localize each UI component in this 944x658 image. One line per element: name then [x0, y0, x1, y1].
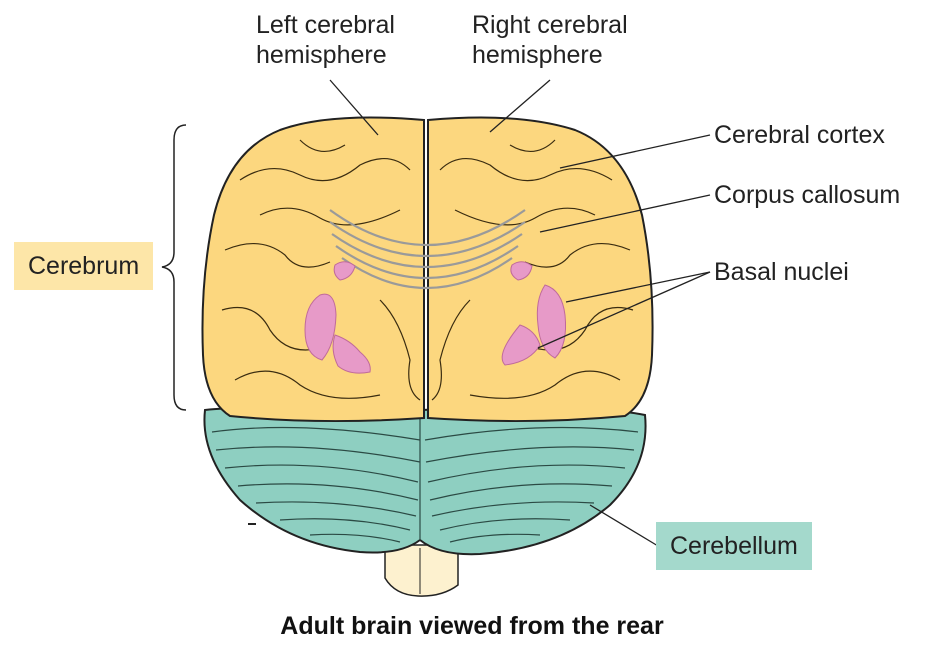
figure-caption: Adult brain viewed from the rear: [280, 612, 664, 640]
basal-nuclei-label: Basal nuclei: [714, 258, 849, 286]
left-hemisphere-label-line1: Left cerebral: [256, 11, 395, 39]
leader-lines: [329, 79, 711, 547]
right-hemisphere-label-line1: Right cerebral: [472, 11, 628, 39]
right-hemisphere-label: Right cerebral hemisphere: [472, 10, 628, 70]
cerebellum-label: Cerebellum: [656, 522, 812, 570]
basal-nuclei: [304, 261, 566, 374]
left-hemisphere-label: Left cerebral hemisphere: [256, 10, 395, 70]
cerebrum-brace: [161, 124, 187, 411]
right-hemisphere-label-line2: hemisphere: [472, 41, 603, 69]
cerebellum: [203, 406, 647, 556]
cerebral-cortex-label: Cerebral cortex: [714, 121, 885, 149]
left-hemisphere-label-line2: hemisphere: [256, 41, 387, 69]
corpus-callosum-label: Corpus callosum: [714, 181, 901, 209]
cerebrum-label: Cerebrum: [14, 242, 154, 290]
brainstem: [384, 544, 459, 597]
cerebrum: [201, 116, 654, 423]
